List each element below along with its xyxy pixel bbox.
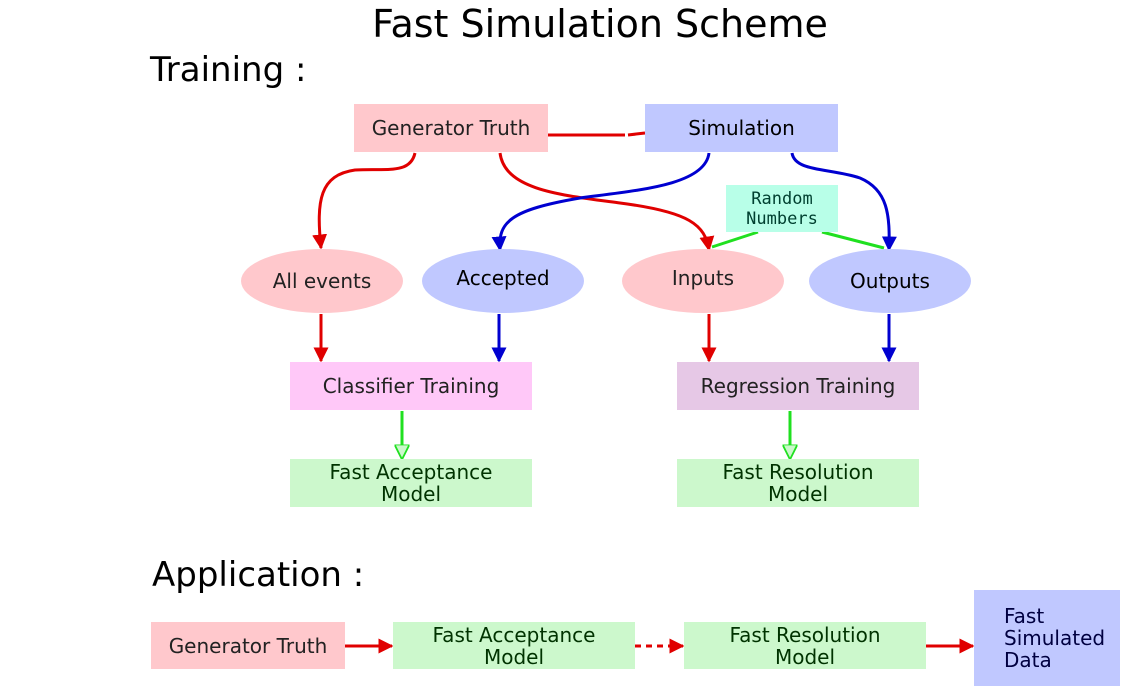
fast-simulated-data-line-2: Simulated (1004, 626, 1106, 650)
fast-acceptance-model-line-2: Model (380, 482, 442, 506)
random-numbers-box: Random Numbers (726, 185, 838, 232)
simulation-label: Simulation (688, 116, 795, 140)
app-generator-truth-box: Generator Truth (151, 622, 345, 669)
classifier-training-label: Classifier Training (322, 374, 500, 398)
app-fast-acceptance-model-box: Fast Acceptance Model (393, 622, 635, 669)
app-generator-truth-label: Generator Truth (168, 633, 328, 658)
app-fast-resolution-model-box: Fast Resolution Model (684, 622, 926, 669)
fast-simulated-data-line-1: Fast (1004, 604, 1045, 628)
fast-acceptance-model-line-1: Fast Acceptance (329, 460, 493, 484)
outputs-label: Outputs (850, 269, 930, 293)
app-fast-resolution-model-line-2: Model (774, 644, 836, 669)
arrow-truth-to-inputs (498, 152, 715, 252)
random-numbers-line-2: Numbers (746, 208, 818, 229)
diagram-title: Fast Simulation Scheme (372, 2, 828, 46)
classifier-training-box: Classifier Training (290, 362, 532, 410)
training-section-label: Training : (150, 50, 307, 90)
random-to-outputs-link (821, 230, 885, 250)
accepted-label: Accepted (456, 266, 550, 290)
arrow-truth-to-all-events (312, 152, 417, 250)
generator-truth-label: Generator Truth (371, 116, 531, 140)
accepted-node: Accepted (422, 249, 584, 313)
inputs-node: Inputs (622, 249, 784, 313)
generator-truth-box: Generator Truth (354, 104, 548, 152)
fast-simulated-data-line-3: Data (1004, 648, 1052, 672)
all-events-label: All events (272, 269, 372, 293)
fast-resolution-model-box: Fast Resolution Model (677, 459, 919, 507)
application-section-label: Application : (152, 555, 365, 595)
truth-simulation-link (548, 131, 646, 137)
all-events-node: All events (241, 249, 403, 313)
random-numbers-line-1: Random (751, 188, 813, 209)
fast-simulated-data-box: Fast Simulated Data (974, 590, 1120, 686)
app-fast-acceptance-model-line-1: Fast Acceptance (432, 622, 596, 647)
random-to-inputs-link (711, 230, 759, 249)
arrow-simulation-to-outputs (790, 152, 897, 252)
arrow-simulation-to-accepted (491, 152, 711, 252)
regression-training-label: Regression Training (700, 374, 896, 398)
app-fast-acceptance-model-line-2: Model (483, 644, 545, 669)
app-fast-resolution-model-line-1: Fast Resolution (729, 622, 881, 647)
fast-resolution-model-line-1: Fast Resolution (722, 460, 874, 484)
inputs-label: Inputs (671, 266, 735, 290)
regression-training-box: Regression Training (677, 362, 919, 410)
fast-acceptance-model-box: Fast Acceptance Model (290, 459, 532, 507)
simulation-box: Simulation (645, 104, 838, 152)
fast-resolution-model-line-2: Model (767, 482, 829, 506)
outputs-node: Outputs (809, 249, 971, 313)
